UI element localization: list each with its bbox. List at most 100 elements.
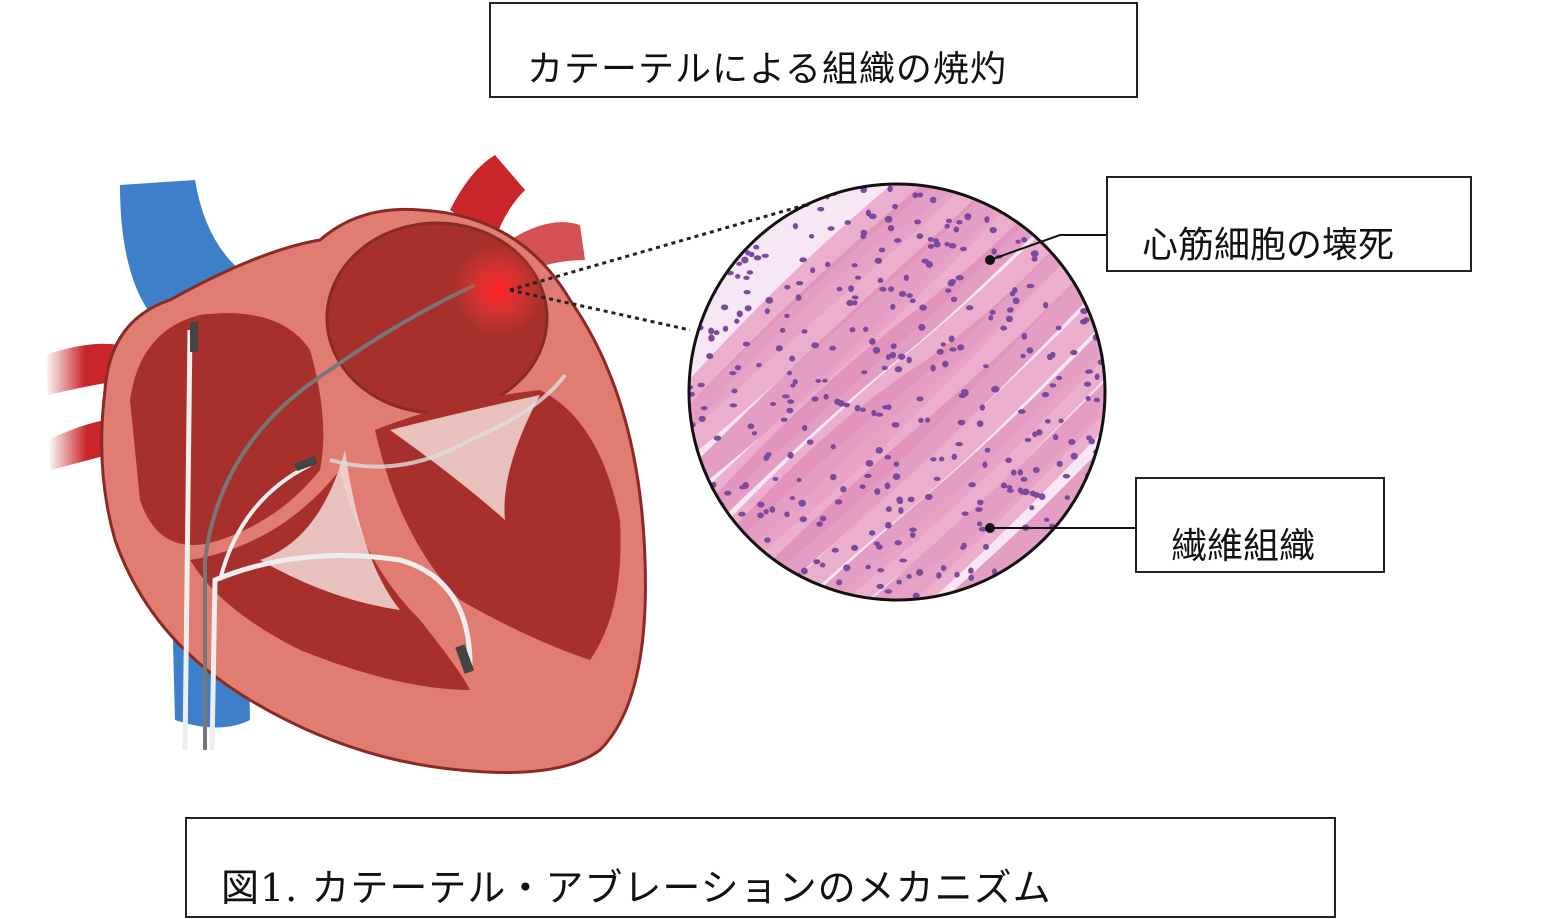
cell-nucleus — [906, 573, 912, 579]
cell-nucleus — [729, 371, 737, 376]
cell-nucleus — [968, 482, 976, 488]
cell-nucleus — [755, 184, 764, 190]
cell-nucleus — [849, 327, 856, 333]
cell-nucleus — [757, 512, 764, 519]
cell-nucleus — [945, 288, 952, 293]
cell-nucleus — [753, 244, 760, 250]
cell-nucleus — [1080, 307, 1088, 314]
cell-nucleus — [817, 206, 825, 212]
cell-nucleus — [914, 219, 922, 225]
cell-nucleus — [769, 506, 776, 513]
cell-nucleus — [764, 537, 771, 543]
cell-nucleus — [1080, 318, 1088, 325]
cell-nucleus — [781, 394, 790, 399]
cell-nucleus — [1081, 184, 1088, 189]
cell-nucleus — [848, 285, 855, 292]
cell-nucleus — [798, 579, 804, 585]
cell-nucleus — [1006, 307, 1014, 313]
cell-nucleus — [1093, 184, 1099, 191]
cell-nucleus — [957, 419, 966, 426]
cell-nucleus — [918, 323, 926, 331]
cell-nucleus — [984, 216, 990, 223]
cell-nucleus — [892, 473, 901, 481]
cell-nucleus — [976, 420, 984, 427]
cell-nucleus — [751, 431, 758, 436]
cell-nucleus — [844, 220, 852, 225]
cell-nucleus — [836, 286, 843, 292]
cell-nucleus — [1098, 570, 1105, 577]
cell-nucleus — [961, 511, 969, 516]
cell-nucleus — [977, 499, 984, 506]
cell-nucleus — [898, 290, 907, 298]
cell-nucleus — [888, 286, 895, 292]
cell-nucleus — [749, 546, 755, 553]
cell-nucleus — [689, 497, 697, 503]
cell-nucleus — [806, 439, 814, 445]
cell-nucleus — [801, 329, 808, 334]
cell-nucleus — [1064, 495, 1071, 500]
cell-nucleus — [894, 540, 902, 546]
cell-nucleus — [823, 393, 829, 400]
cell-nucleus — [881, 365, 888, 371]
cell-nucleus — [884, 454, 892, 460]
cell-nucleus — [930, 457, 937, 462]
cell-nucleus — [929, 196, 937, 204]
cell-nucleus — [1089, 217, 1098, 222]
cell-nucleus — [1085, 369, 1094, 374]
cell-nucleus — [1094, 373, 1100, 381]
cell-nucleus — [909, 532, 916, 539]
cell-nucleus — [903, 274, 910, 282]
cell-nucleus — [699, 275, 707, 280]
cell-nucleus — [886, 404, 892, 411]
heart-illustration — [45, 155, 647, 774]
cell-nucleus — [756, 363, 762, 368]
cell-nucleus — [875, 412, 884, 417]
muscle-fiber — [689, 184, 1105, 600]
cell-nucleus — [951, 453, 958, 460]
catheter — [182, 329, 193, 751]
cell-nucleus — [692, 284, 699, 290]
cell-nucleus — [1042, 301, 1049, 309]
cell-nucleus — [722, 325, 729, 332]
cell-nucleus — [787, 451, 794, 459]
cell-nucleus — [1085, 395, 1091, 402]
cell-nucleus — [723, 213, 732, 218]
cell-nucleus — [854, 275, 862, 280]
cell-nucleus — [884, 215, 893, 223]
cell-nucleus — [744, 305, 752, 312]
cell-nucleus — [1035, 578, 1042, 584]
cell-nucleus — [916, 568, 924, 576]
cell-nucleus — [948, 279, 957, 285]
cell-nucleus — [1012, 297, 1020, 305]
fibrous-label-box: 繊維組織 — [1135, 477, 1385, 573]
cell-nucleus — [874, 257, 883, 264]
cell-nucleus — [691, 324, 699, 329]
cell-nucleus — [711, 266, 717, 271]
cell-nucleus — [1067, 194, 1074, 200]
cell-nucleus — [930, 364, 936, 372]
cell-nucleus — [735, 274, 741, 279]
cell-nucleus — [865, 564, 871, 570]
cell-nucleus — [1071, 539, 1079, 546]
histology-view — [687, 182, 1107, 602]
cell-nucleus — [743, 275, 750, 281]
cell-nucleus — [964, 184, 971, 190]
muscle-fiber — [689, 345, 1105, 600]
muscle-fiber — [689, 407, 1105, 600]
cell-nucleus — [1040, 194, 1046, 202]
cell-nucleus — [896, 579, 902, 585]
cell-nucleus — [786, 407, 794, 414]
cell-nucleus — [874, 488, 881, 496]
cell-nucleus — [924, 493, 933, 501]
cell-nucleus — [1058, 418, 1064, 424]
cell-nucleus — [696, 246, 704, 253]
cell-nucleus — [784, 284, 791, 290]
cell-nucleus — [865, 209, 872, 217]
cell-nucleus — [840, 486, 847, 493]
cell-nucleus — [875, 544, 883, 550]
cell-nucleus — [761, 253, 769, 258]
cell-nucleus — [940, 342, 946, 347]
cell-nucleus — [1006, 485, 1013, 490]
cell-nucleus — [749, 196, 757, 202]
